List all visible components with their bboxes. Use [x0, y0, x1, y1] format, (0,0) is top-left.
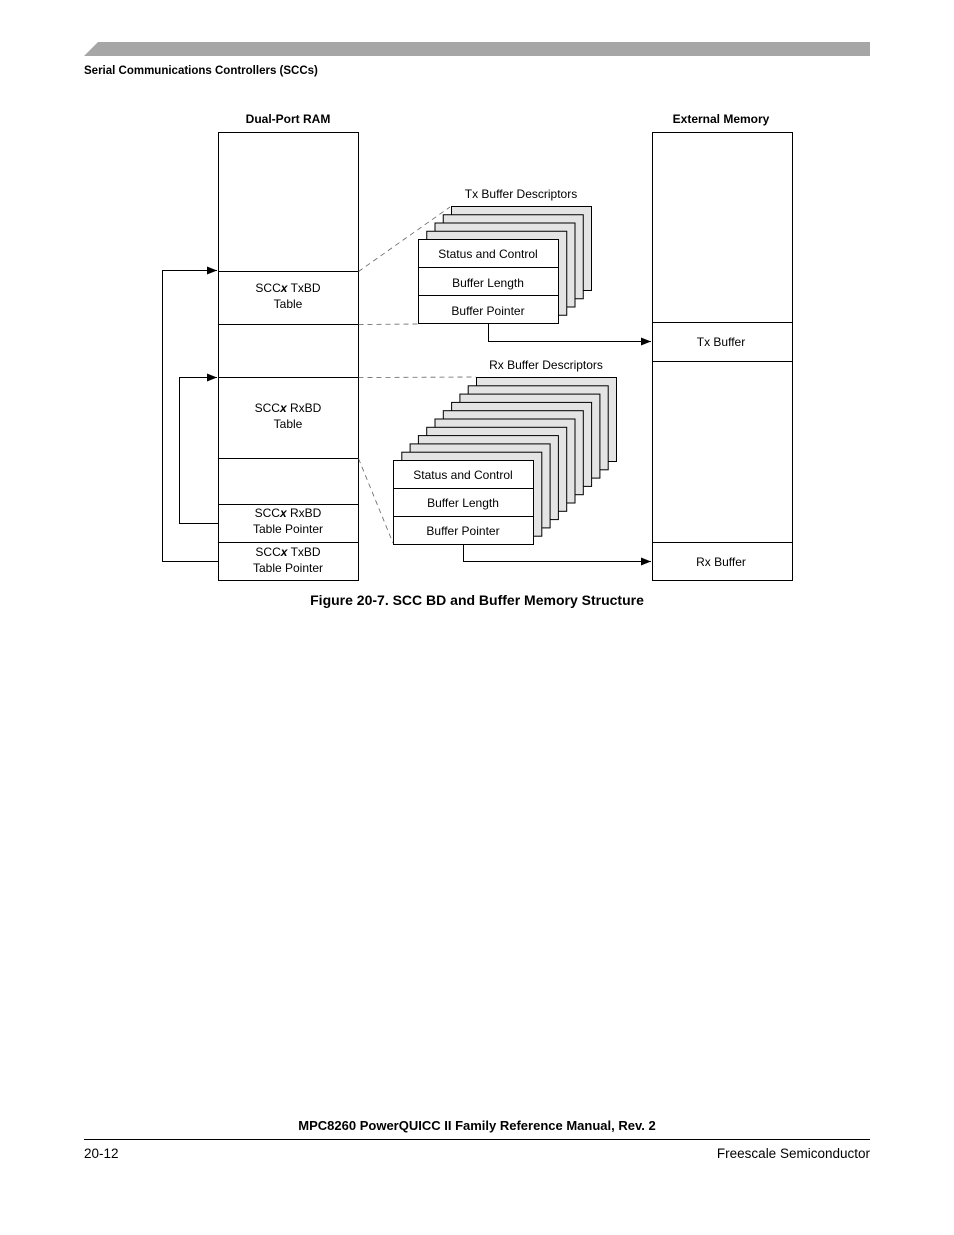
rxbd-table-region: SCCx RxBD Table: [255, 401, 322, 431]
tx-buffer-region: Tx Buffer: [697, 335, 745, 349]
page-number: 20-12: [84, 1146, 119, 1161]
tx-descriptors-title: Tx Buffer Descriptors: [465, 187, 577, 201]
footer-divider: [84, 1139, 870, 1140]
expansion-lines: [358, 206, 477, 544]
section-title: Serial Communications Controllers (SCCs): [84, 65, 318, 77]
dual-port-ram-label: Dual-Port RAM: [246, 112, 331, 126]
header-bar: [84, 42, 870, 56]
publisher-name: Freescale Semiconductor: [716, 1146, 870, 1161]
txbd-table-pointer: SCCx TxBD Table Pointer: [253, 545, 323, 575]
rx-descriptor-front: Status and Control Buffer Length Buffer …: [393, 460, 534, 545]
tx-buffer-pointer-arrow: [488, 323, 651, 346]
dual-port-ram-column: [218, 132, 359, 581]
svg-text:SCCx RxBD: SCCx RxBD: [255, 506, 322, 520]
rx-descriptors-title: Rx Buffer Descriptors: [489, 358, 603, 372]
rxbd-pointer-arrow: [179, 373, 219, 524]
svg-text:SCCx RxBD: SCCx RxBD: [255, 401, 322, 415]
rx-buffer-region: Rx Buffer: [696, 555, 746, 569]
tx-buffer-pointer-field: Buffer Pointer: [451, 304, 524, 318]
txbd-pointer-arrow: [162, 266, 219, 562]
tx-descriptor-front: Status and Control Buffer Length Buffer …: [418, 239, 559, 324]
rxbd-table-pointer: SCCx RxBD Table Pointer: [253, 506, 323, 536]
svg-text:Table Pointer: Table Pointer: [253, 561, 323, 575]
figure-caption: Figure 20-7. SCC BD and Buffer Memory St…: [310, 592, 644, 608]
svg-text:Table: Table: [274, 297, 303, 311]
tx-status-control-field: Status and Control: [438, 247, 537, 261]
rx-status-control-field: Status and Control: [413, 468, 512, 482]
svg-text:Table: Table: [274, 417, 303, 431]
rx-buffer-pointer-arrow: [463, 544, 651, 566]
txbd-table-region: SCCx TxBD Table: [255, 281, 320, 311]
svg-text:SCCx TxBD: SCCx TxBD: [255, 281, 320, 295]
svg-text:SCCx TxBD: SCCx TxBD: [255, 545, 320, 559]
svg-text:Table Pointer: Table Pointer: [253, 522, 323, 536]
external-memory-column: [652, 132, 793, 581]
rx-buffer-length-field: Buffer Length: [427, 496, 499, 510]
memory-structure-diagram: Dual-Port RAM External Memory SCCx TxBD …: [162, 112, 793, 581]
external-memory-label: External Memory: [673, 112, 770, 126]
manual-title: MPC8260 PowerQUICC II Family Reference M…: [298, 1118, 656, 1133]
tx-buffer-length-field: Buffer Length: [452, 276, 524, 290]
rx-buffer-pointer-field: Buffer Pointer: [426, 524, 499, 538]
